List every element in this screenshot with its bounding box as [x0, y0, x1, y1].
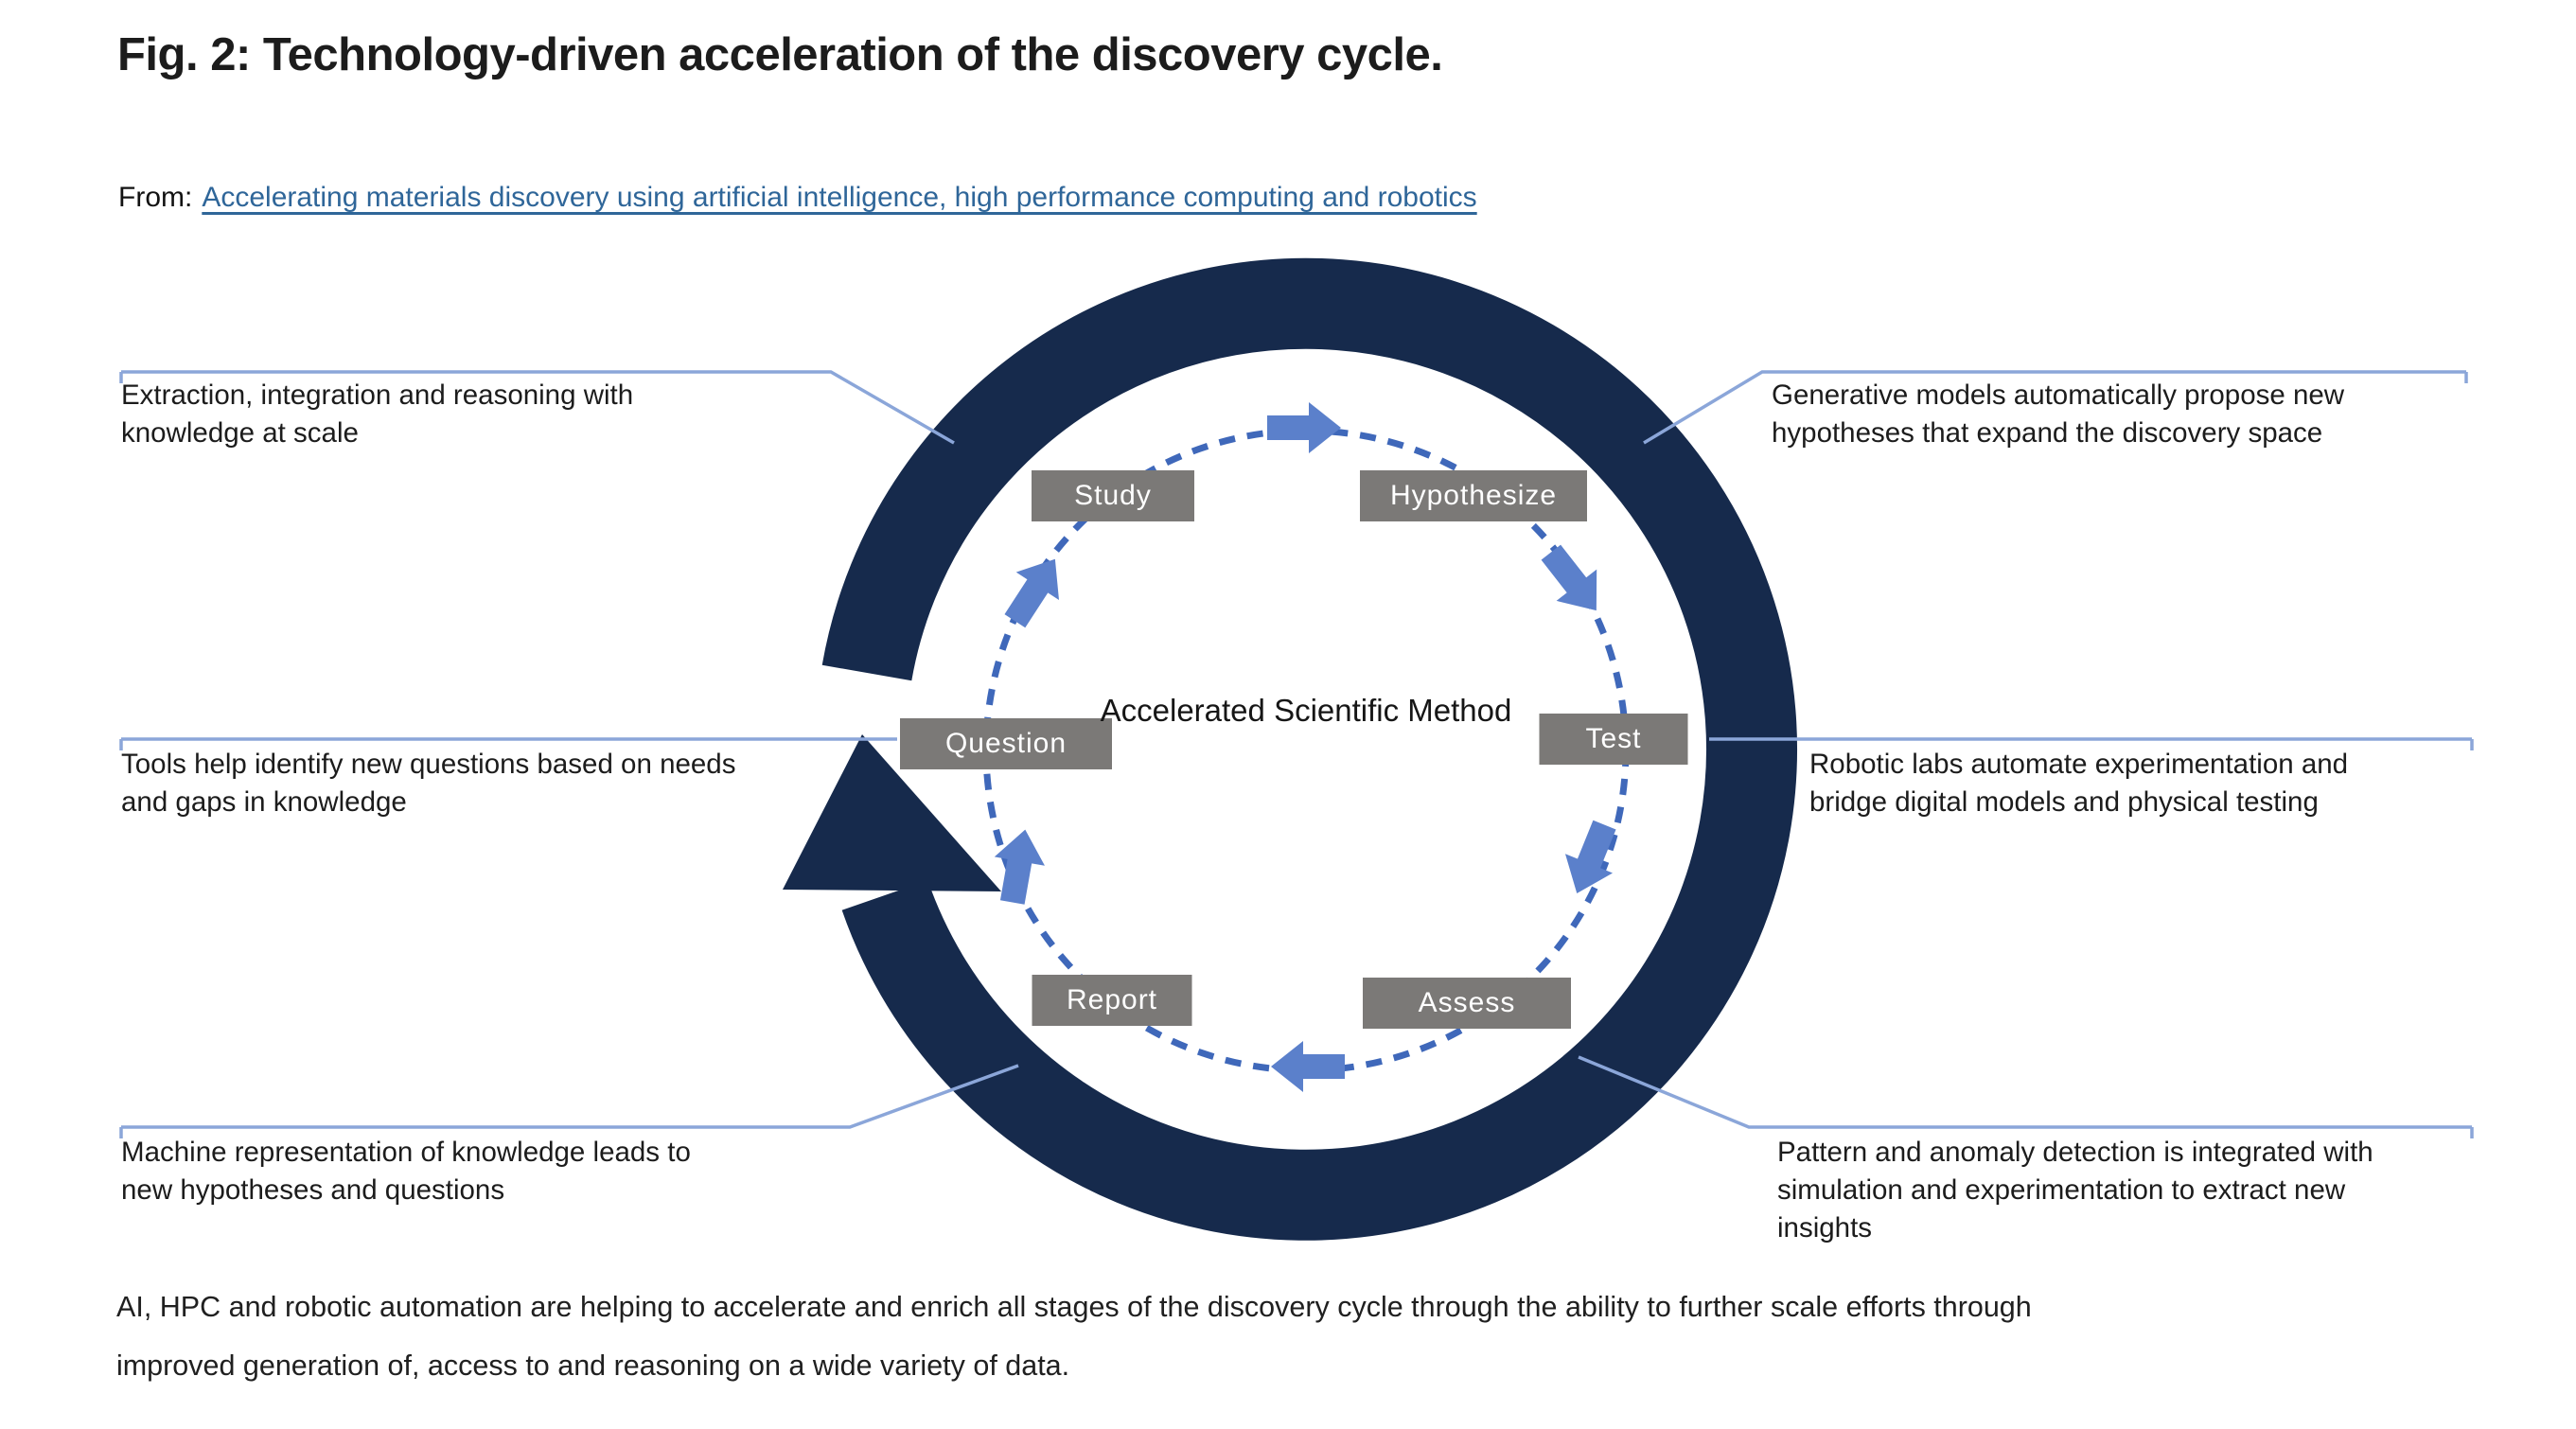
center-label-line: Accelerated: [1100, 693, 1265, 728]
cycle-arrow-lower-right-icon: [1564, 820, 1616, 893]
cycle-center-label: Accelerated Scientific Method: [1098, 689, 1514, 732]
callout-line-bottom-left: [119, 1064, 1019, 1138]
stage-box-hypothesize: Hypothesize: [1360, 470, 1587, 521]
stage-box-test: Test: [1539, 714, 1688, 765]
annotation-middle-right: Robotic labs automate experimentation an…: [1809, 749, 2349, 818]
figure-title: Fig. 2: Technology-driven acceleration o…: [117, 29, 1443, 80]
annotation-top-right: Generative models automatically propose …: [1772, 379, 2345, 449]
annotation-bottom-right: Pattern and anomaly detection is integra…: [1777, 1137, 2373, 1244]
center-label-line: Scientific: [1274, 693, 1400, 728]
callout-line-bottom-right: [1578, 1055, 2474, 1138]
cycle-arrow-upper-left-icon: [1004, 558, 1060, 628]
stage-box-question: Question: [900, 718, 1112, 769]
annotation-top-left: Extraction, integration and reasoning wi…: [121, 379, 634, 449]
source-prefix: From:: [118, 182, 193, 213]
annotation-middle-left: Tools help identify new questions based …: [121, 749, 736, 818]
center-label-line: Method: [1407, 693, 1512, 728]
figure-source-line: From: Accelerating materials discovery us…: [118, 182, 1477, 214]
stage-box-study: Study: [1032, 470, 1194, 521]
annotation-bottom-left: Machine representation of knowledge lead…: [121, 1137, 691, 1206]
cycle-arrow-bottom-icon: [1271, 1041, 1345, 1092]
stage-box-assess: Assess: [1363, 978, 1571, 1029]
cycle-arrow-upper-right-icon: [1541, 544, 1597, 611]
cycle-arrow-top-icon: [1267, 402, 1341, 453]
source-article-link[interactable]: Accelerating materials discovery using a…: [202, 182, 1477, 213]
figure-caption: AI, HPC and robotic automation are helpi…: [116, 1291, 2032, 1382]
cycle-arrow-lower-left-icon: [994, 829, 1045, 905]
stage-box-report: Report: [1032, 975, 1192, 1026]
